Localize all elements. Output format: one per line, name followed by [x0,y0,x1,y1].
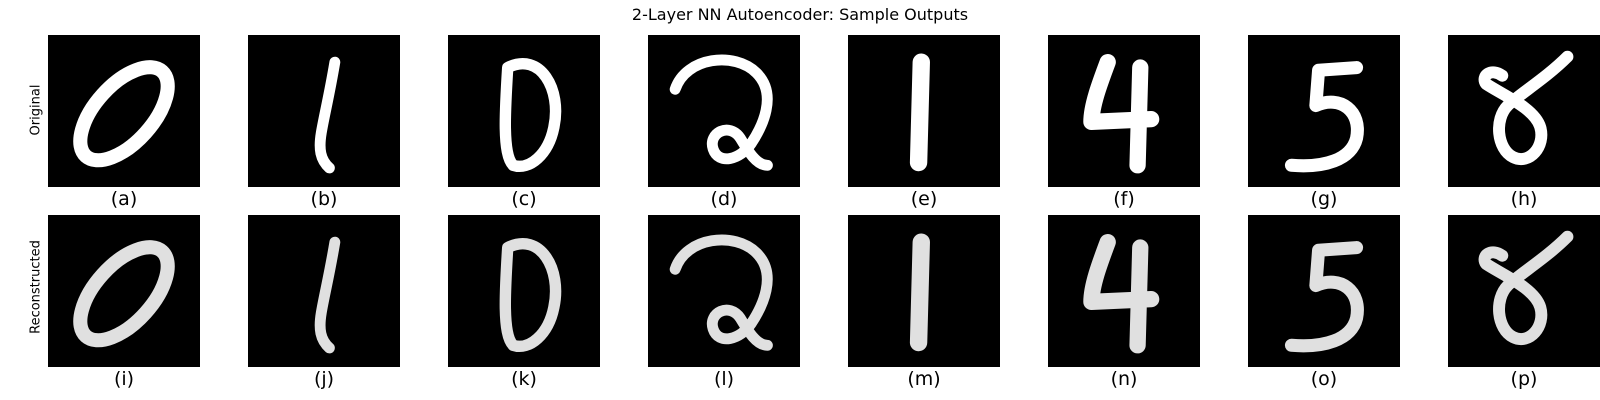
digit-8-image [1478,50,1574,165]
image-panel-f [1048,35,1200,187]
digit-2-image [669,234,773,351]
caption-a: (a) [110,188,138,210]
digit-4-image [1083,234,1160,354]
digit-0-image [73,240,175,348]
caption-o: (o) [1310,368,1338,390]
caption-f: (f) [1113,188,1135,210]
image-panel-p [1448,215,1600,367]
image-panel-c [448,35,600,187]
digit-1-image [909,233,930,352]
image-panel-k [448,215,600,367]
caption-d: (d) [710,188,738,210]
image-panel-n [1048,215,1200,367]
image-panel-e [848,35,1000,187]
digit-5-image [1284,61,1364,173]
caption-m: (m) [907,368,941,390]
digit-5-image [1284,241,1364,353]
image-panel-m [848,215,1000,367]
caption-g: (g) [1310,188,1338,210]
caption-j: (j) [313,368,335,390]
row-label-original: Original [28,84,44,136]
digit-0-image [499,58,562,172]
caption-h: (h) [1510,188,1538,210]
digit-1-image [909,53,930,172]
image-panel-i [48,215,200,367]
figure-title: 2-Layer NN Autoencoder: Sample Outputs [631,5,969,24]
image-panel-b [248,35,400,187]
caption-p: (p) [1510,368,1538,390]
image-panel-o [1248,215,1400,367]
image-panel-h [1448,35,1600,187]
image-panel-g [1248,35,1400,187]
caption-i: (i) [113,368,135,390]
digit-0-image [499,238,562,352]
caption-c: (c) [511,188,537,210]
caption-l: (l) [713,368,735,390]
image-panel-l [648,215,800,367]
digit-4-image [1083,54,1160,174]
caption-k: (k) [511,368,537,390]
digit-1-image [314,56,341,174]
image-panel-a [48,35,200,187]
caption-n: (n) [1110,368,1138,390]
image-panel-d [648,35,800,187]
image-panel-j [248,215,400,367]
caption-b: (b) [310,188,338,210]
caption-e: (e) [910,188,938,210]
digit-8-image [1478,230,1574,345]
digit-1-image [314,236,341,354]
digit-0-image [73,60,175,168]
digit-2-image [669,54,773,171]
row-label-reconstructed: Reconstructed [28,240,44,334]
